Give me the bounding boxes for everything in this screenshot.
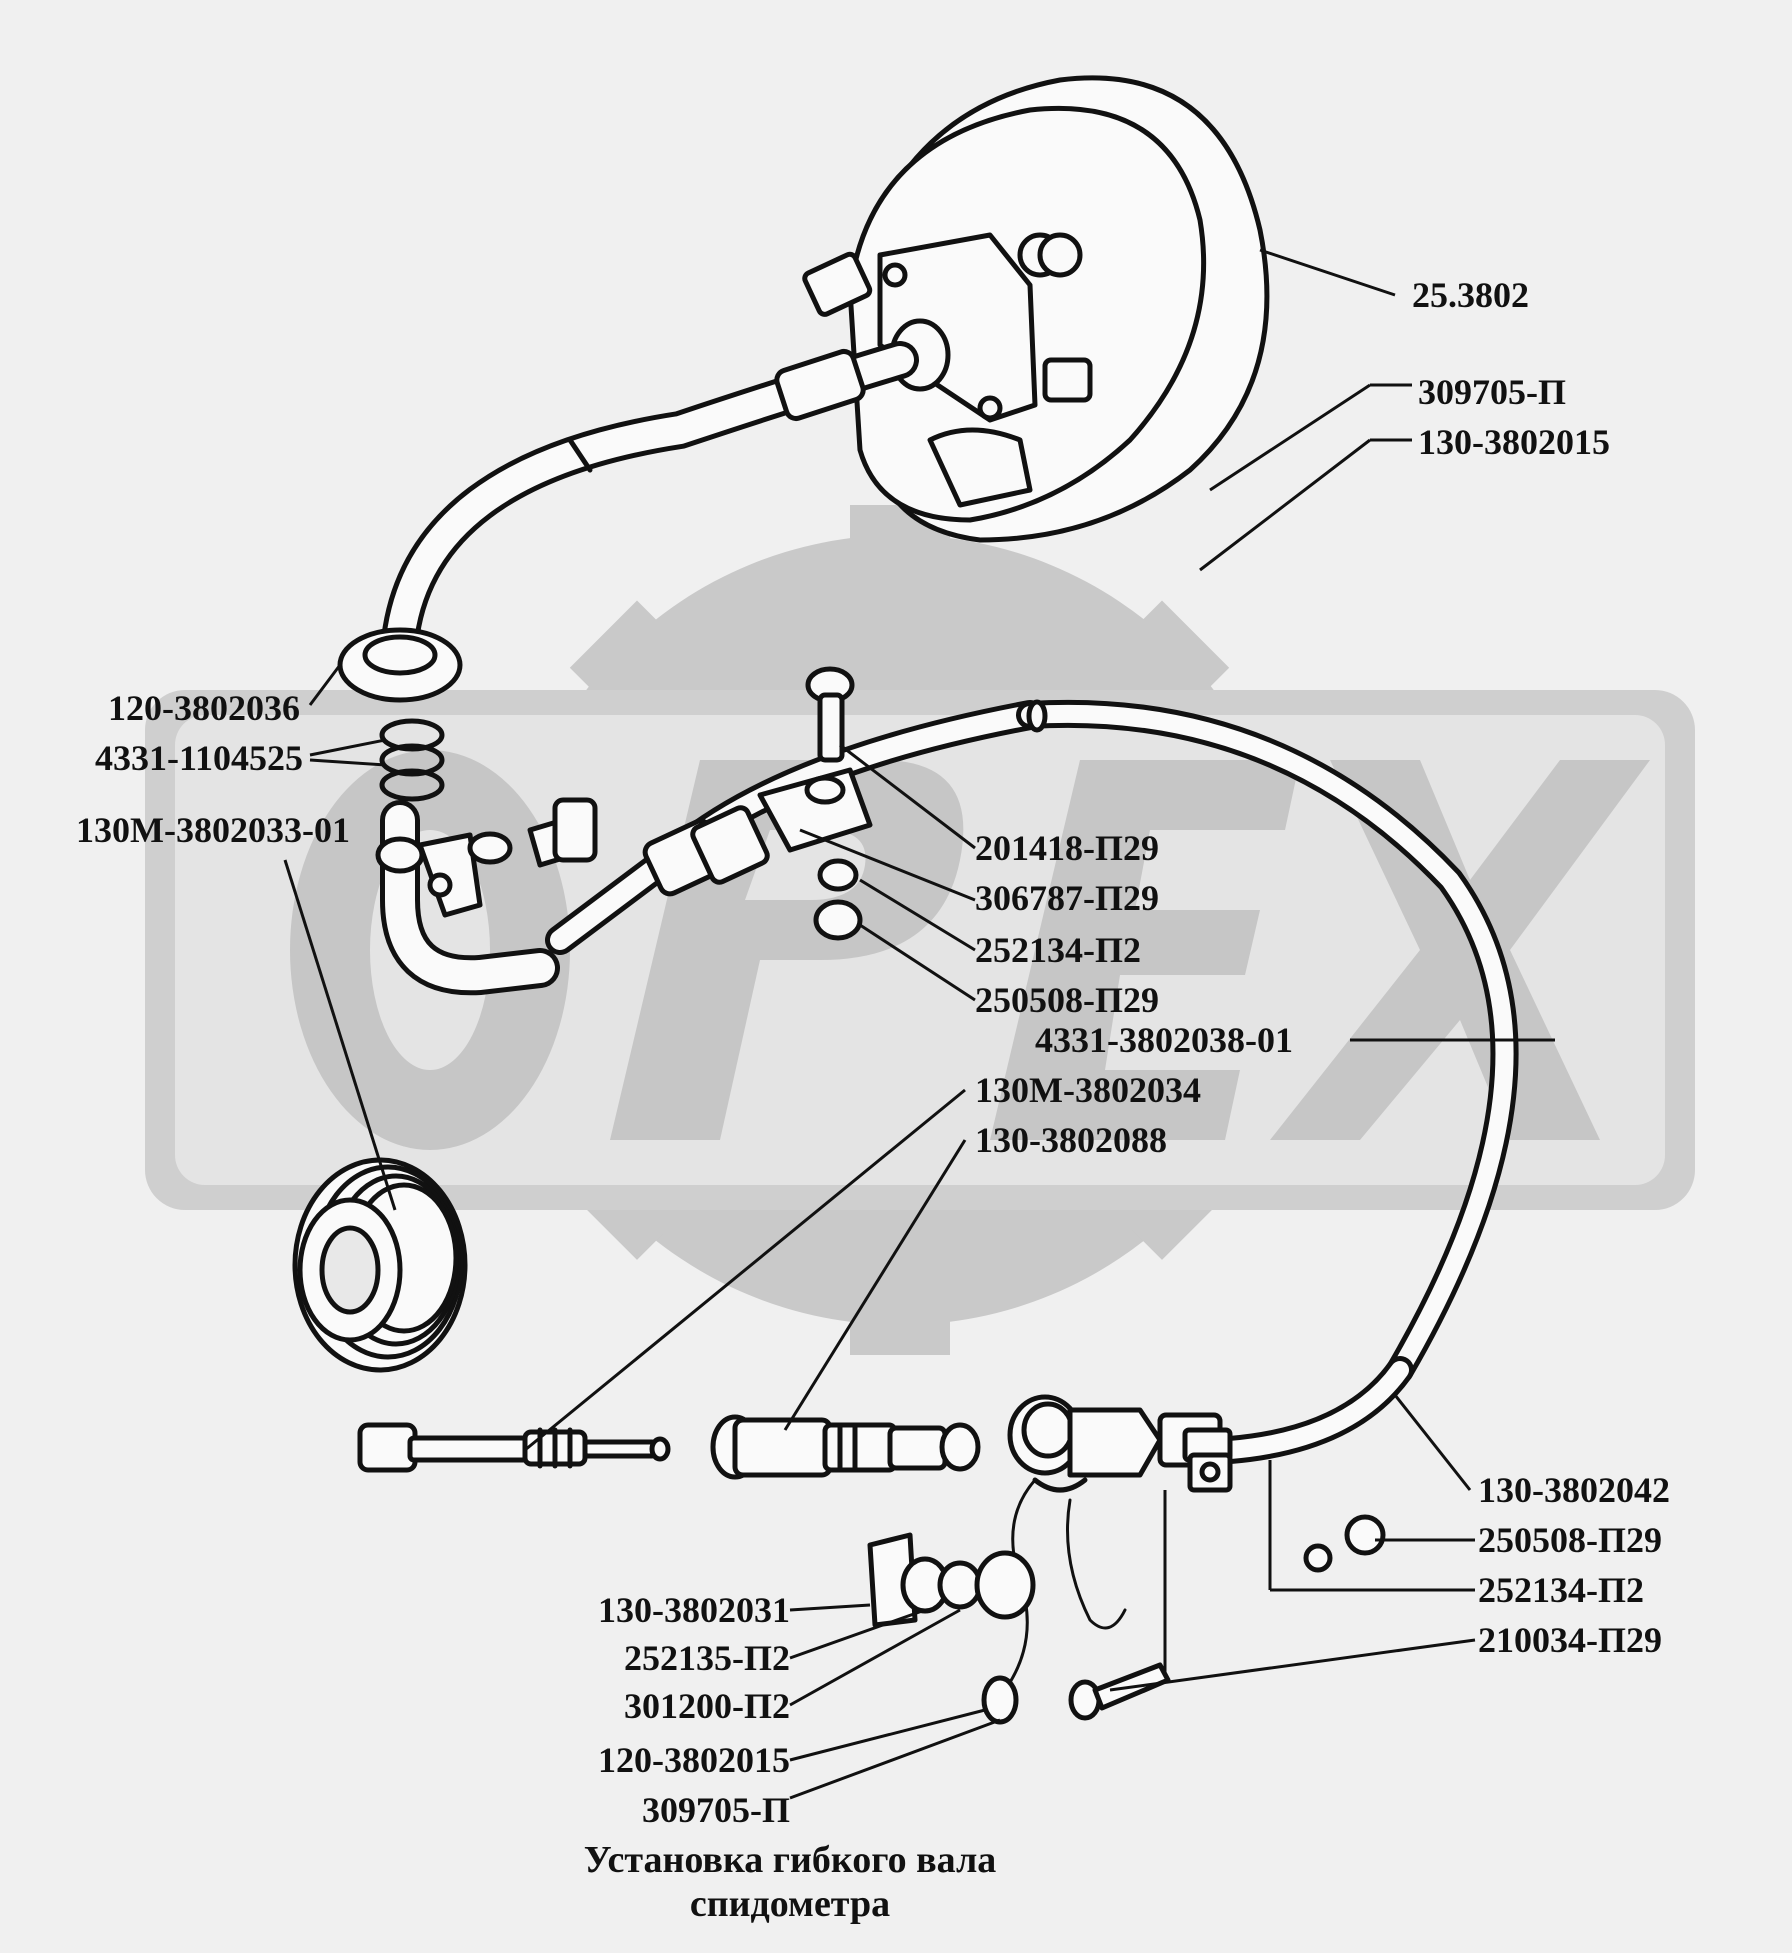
label-250508-p29-mid: 250508-П29	[975, 980, 1159, 1020]
long-sheath	[1016, 699, 1519, 1464]
label-210034-p29: 210034-П29	[1478, 1620, 1662, 1660]
label-130m-3802033-01: 130М-3802033-01	[76, 810, 350, 850]
speedometer-part	[802, 75, 1270, 543]
plate-part	[867, 1532, 918, 1628]
label-25-3802: 25.3802	[1412, 275, 1529, 315]
label-201418-p29: 201418-П29	[975, 828, 1159, 868]
caption-line-1: Установка гибкого вала	[583, 1839, 997, 1881]
seal-part	[981, 1675, 1019, 1725]
label-120-3802015: 120-3802015	[598, 1740, 790, 1780]
bolt-part	[467, 797, 598, 868]
label-130-3802015: 130-3802015	[1418, 422, 1610, 462]
screw-part	[805, 666, 855, 763]
leader-lines	[283, 248, 1555, 1800]
diagram-caption: Установка гибкого вала спидометра	[520, 1838, 1060, 1926]
parts	[292, 75, 1519, 1725]
nut-lower-part	[1344, 1514, 1386, 1556]
label-130-3802088: 130-3802088	[975, 1120, 1167, 1160]
spring-washer-part	[937, 1560, 983, 1610]
label-250508-p29-low: 250508-П29	[1478, 1520, 1662, 1560]
label-252134-p2-low: 252134-П2	[1478, 1570, 1644, 1610]
label-252135-p2: 252135-П2	[624, 1638, 790, 1678]
label-120-3802036: 120-3802036	[108, 688, 300, 728]
label-306787-p29: 306787-П29	[975, 878, 1159, 918]
grommet-part	[337, 627, 463, 703]
spring-clip-part	[379, 718, 445, 802]
bolt-lower-part	[1068, 1662, 1171, 1721]
label-309705-p-top: 309705-П	[1418, 372, 1566, 412]
label-4331-1104525: 4331-1104525	[94, 738, 303, 778]
label-130-3802042: 130-3802042	[1478, 1470, 1670, 1510]
driven-gear-part	[292, 1157, 468, 1373]
label-130-3802031: 130-3802031	[598, 1590, 790, 1630]
coupling-part	[642, 767, 873, 897]
label-301200-p2: 301200-П2	[624, 1686, 790, 1726]
caption-line-2: спидометра	[689, 1883, 891, 1925]
label-130m-3802034: 130М-3802034	[975, 1070, 1201, 1110]
label-4331-3802038-01: 4331-3802038-01	[1035, 1020, 1293, 1060]
drive-housing-part	[1007, 1394, 1233, 1493]
sleeve-part	[710, 1414, 981, 1480]
bent-tube-part	[380, 800, 560, 996]
cap-nut-part	[974, 1550, 1036, 1620]
washer-part	[817, 858, 859, 892]
washer-lower-part	[1303, 1543, 1333, 1573]
shaft-part	[357, 1422, 671, 1473]
nut-part	[813, 899, 863, 941]
label-252134-p2-mid: 252134-П2	[975, 930, 1141, 970]
label-309705-p-low: 309705-П	[642, 1790, 790, 1830]
